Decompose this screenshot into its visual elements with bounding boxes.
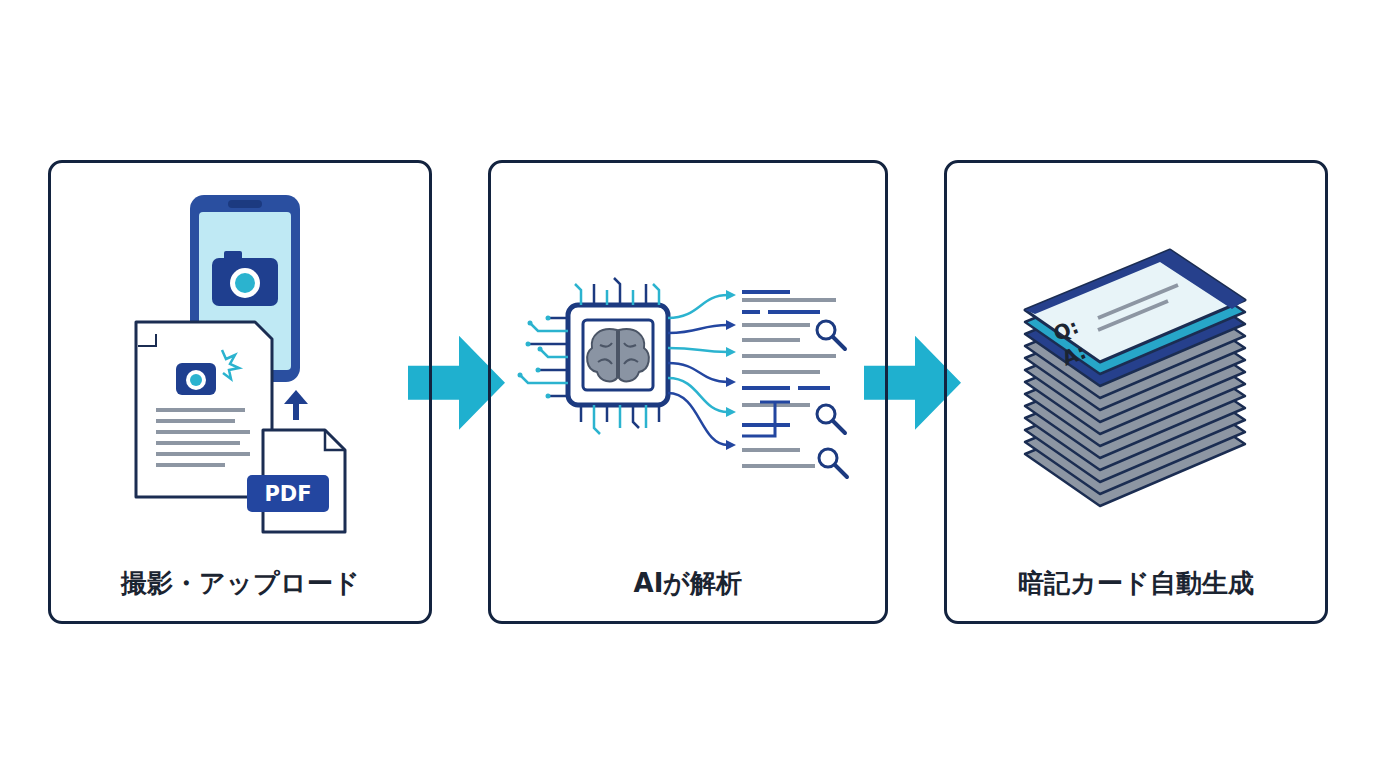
step-label: 暗記カード自動生成	[1018, 568, 1254, 599]
circuit-wires	[518, 278, 737, 450]
file-type-badge: PDF	[264, 484, 311, 505]
step-label: AIが解析	[634, 568, 743, 599]
step-label: 撮影・アップロード	[121, 568, 360, 599]
document-icon	[136, 322, 272, 497]
pdf-file-icon	[247, 390, 345, 532]
process-box: 撮影・アップロード	[48, 160, 432, 624]
process-box: 暗記カード自動生成	[944, 160, 1328, 624]
process-box: AIが解析	[488, 160, 888, 624]
ai-chip-icon	[568, 305, 668, 405]
flashcard-stack	[1025, 250, 1245, 506]
analysis-lines	[742, 292, 847, 477]
